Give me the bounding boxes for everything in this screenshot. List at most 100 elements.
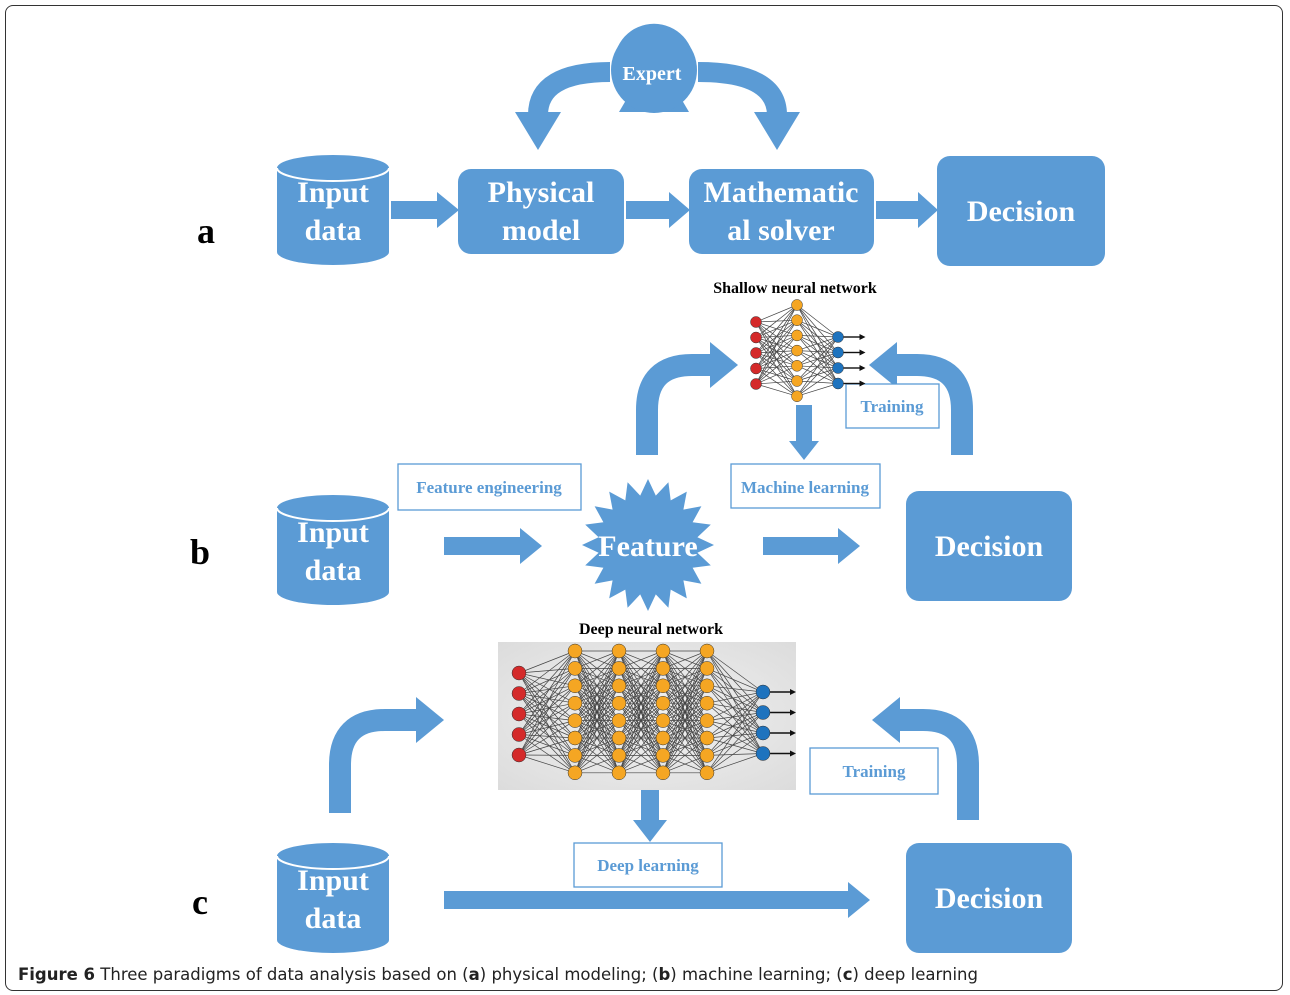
shallow-network-output-neuron	[832, 377, 844, 390]
deep-network-edge	[518, 713, 576, 739]
deep-network-edge	[518, 672, 576, 687]
deep-network-edge	[706, 753, 764, 774]
deep-network-hidden-neuron	[699, 713, 715, 728]
deep-network-edge	[706, 685, 764, 693]
deep-network-edge	[518, 650, 576, 674]
deep-network-hidden-neuron	[699, 643, 715, 659]
shallow-network-edge	[755, 380, 798, 385]
deep-network-edge	[662, 703, 708, 773]
shallow-network-hidden-neuron	[791, 360, 803, 372]
deep-network-edge	[574, 703, 620, 773]
deep-network-edge	[618, 720, 664, 774]
deep-network-hidden-neuron	[611, 661, 627, 676]
deep-network-edge	[706, 732, 764, 774]
deep-network-edge	[618, 737, 664, 774]
feature-label: Feature	[598, 530, 697, 563]
decision-box-a: Decision	[937, 156, 1105, 266]
deep-network-edge	[618, 650, 664, 773]
deep-network-edge	[518, 737, 576, 756]
deep-network-edge	[518, 702, 576, 715]
shallow-network-edge	[755, 383, 798, 397]
shallow-network-edge	[755, 304, 798, 369]
deep-network-edge	[662, 650, 708, 773]
deep-network-hidden-neuron	[655, 730, 671, 746]
shallow-network-input-neuron	[750, 316, 762, 328]
deep-network-edge	[706, 691, 764, 739]
arrow-physical-to-solver-a	[626, 192, 690, 228]
deep-neural-network	[511, 643, 796, 781]
deep-network-edge	[518, 668, 576, 756]
panel-letter-c: c	[192, 882, 208, 922]
deep-network-edge	[574, 650, 620, 739]
shallow-network-output-arrowhead	[859, 334, 866, 340]
deep-network-edge	[706, 753, 764, 756]
deep-network-edge	[662, 650, 708, 721]
deep-network-edge	[518, 693, 576, 739]
deep-network-edge	[662, 650, 708, 756]
deep-network-hidden-neuron	[611, 765, 627, 781]
shallow-network-output-neuron	[832, 346, 844, 359]
deep-network-input-neuron	[511, 727, 527, 742]
training-label-c: Training	[809, 747, 939, 795]
decision-label-c: Decision	[935, 882, 1044, 915]
deep-network-edge	[618, 650, 664, 704]
deep-network-edge	[518, 650, 576, 735]
deep-network-hidden-neuron	[699, 748, 715, 763]
deep-network-edge	[518, 672, 576, 704]
deep-network-edge	[706, 712, 764, 739]
decision-label-b: Decision	[935, 530, 1044, 563]
deep-network-edge	[618, 685, 664, 773]
deep-network-edge	[518, 668, 576, 715]
shallow-network-output-arrowhead	[859, 349, 866, 356]
deep-network-edge	[706, 685, 764, 713]
deep-network-edge	[518, 702, 576, 756]
deep-network-edge	[518, 720, 576, 756]
deep-network-edge	[618, 650, 664, 669]
physical-model-line2: model	[502, 214, 580, 247]
deep-network-title: Deep neural network	[579, 621, 723, 638]
deep-network-edge	[518, 650, 576, 694]
deep-network-edge	[618, 703, 664, 773]
deep-network-edge	[618, 650, 664, 721]
deep-network-edge	[706, 720, 764, 754]
shallow-network-edge	[796, 336, 839, 351]
deep-network-hidden-neuron	[567, 695, 583, 711]
arrow-solver-to-decision-a	[876, 192, 938, 228]
deep-network-edge	[706, 712, 764, 721]
deep-network-edge	[706, 691, 764, 704]
deep-network-edge	[618, 755, 664, 774]
deep-network-edge	[518, 668, 576, 674]
caption-figure-label: Figure 6	[18, 965, 96, 984]
deep-network-edge	[574, 650, 620, 704]
shallow-network-edge	[755, 335, 798, 385]
deep-network-edge	[706, 650, 764, 693]
deep-network-hidden-neuron	[655, 748, 671, 763]
deep-network-hidden-neuron	[655, 678, 671, 694]
input-data-cylinder-c: Input data	[276, 843, 390, 953]
input-data-cylinder-a: Input data	[276, 155, 390, 265]
shallow-network-edge	[796, 319, 839, 338]
deep-network-hidden-neuron	[699, 678, 715, 694]
mathematical-solver-box: Mathematic al solver	[689, 169, 874, 254]
deep-network-edge	[706, 691, 764, 756]
deep-network-hidden-neuron	[699, 695, 715, 711]
shallow-network-output-neuron	[832, 362, 844, 374]
deep-network-hidden-neuron	[567, 730, 583, 746]
input-label-c-line2: data	[305, 902, 362, 935]
deep-network-edge	[706, 685, 764, 754]
deep-network-edge	[618, 650, 664, 687]
decision-label-a: Decision	[967, 195, 1076, 228]
deep-network-hidden-neuron	[655, 695, 671, 711]
caption-text-4: ) deep learning	[852, 965, 978, 984]
deep-network-edge	[574, 650, 620, 756]
shallow-network-edge	[755, 304, 798, 354]
deep-network-hidden-neuron	[611, 678, 627, 694]
deep-network-output-neuron	[755, 684, 771, 700]
deep-network-hidden-neuron	[567, 643, 583, 659]
svg-text:Machine learning: Machine learning	[741, 478, 869, 497]
deep-network-edge	[518, 720, 576, 735]
deep-learning-label: Deep learning	[573, 842, 723, 888]
caption-text-1: Three paradigms of data analysis based o…	[95, 965, 469, 984]
input-label-b-line1: Input	[297, 516, 369, 549]
